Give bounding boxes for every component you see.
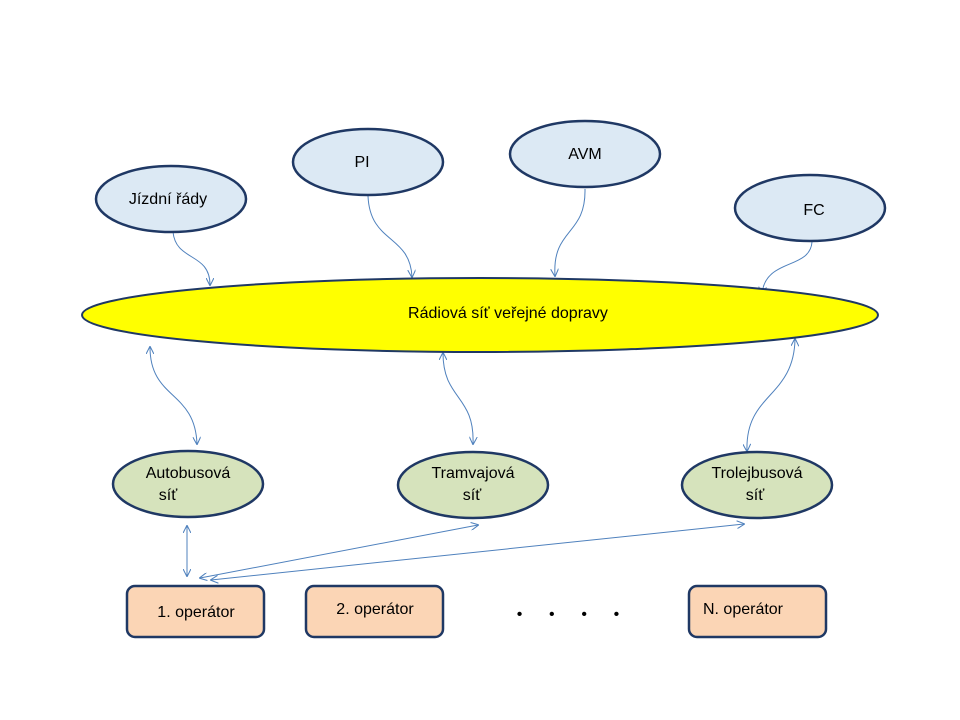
connector-bus-tramvajova (443, 353, 473, 444)
radio-network-bus: Rádiová síť veřejné dopravy (81, 277, 879, 353)
network-node-tramvajova: Tramvajová síť (396, 450, 550, 520)
source-shape (94, 164, 248, 234)
network-label-line2: síť (159, 487, 178, 504)
connector-bus-autobusova (150, 347, 197, 444)
network-shape (396, 450, 550, 520)
source-shape (733, 173, 887, 243)
operator-shape (125, 584, 266, 639)
source-label: Jízdní řády (129, 191, 207, 208)
operator-box-2: 2. operátor (304, 584, 445, 639)
connector-bus-trolejbusova (747, 339, 795, 451)
operator-box-1: 1. operátor (125, 584, 266, 639)
network-label-line1: Trolejbusová (711, 465, 802, 482)
network-label-line1: Autobusová (146, 465, 231, 482)
connector-avm-to-bus (555, 188, 586, 276)
source-label: PI (354, 154, 369, 171)
operators-ellipsis: • • • • (517, 606, 619, 623)
network-label-line2: síť (746, 487, 765, 504)
source-shape (291, 127, 445, 197)
network-shape (111, 449, 265, 519)
radio-network-label: Rádiová síť veřejné dopravy (408, 305, 608, 322)
source-node-fc: FC (733, 173, 887, 243)
network-label-line2: síť (463, 487, 482, 504)
operator-shape (687, 584, 828, 639)
connector-trolejbusova-operator1 (211, 524, 744, 580)
source-label: AVM (568, 146, 601, 163)
connector-tramvajova-operator1 (200, 525, 478, 578)
radio-network-shape (81, 277, 879, 353)
network-shape (680, 450, 834, 520)
operator-shape (304, 584, 445, 639)
connector-pi-to-bus (367, 195, 412, 277)
operator-label: N. operátor (703, 601, 784, 618)
source-node-avm: AVM (508, 119, 662, 189)
source-shape (508, 119, 662, 189)
operator-label: 2. operátor (336, 601, 414, 618)
network-node-trolejbusova: Trolejbusová síť (680, 450, 834, 520)
connector-fc-to-bus (762, 241, 813, 294)
connector-jizdni-rady-to-bus (172, 231, 210, 285)
source-node-pi: PI (291, 127, 445, 197)
source-node-jizdni-rady: Jízdní řády (94, 164, 248, 234)
network-label-line1: Tramvajová (432, 465, 515, 482)
source-label: FC (803, 202, 824, 219)
network-node-autobusova: Autobusová síť (111, 449, 265, 519)
operator-box-n: N. operátor (687, 584, 828, 639)
operator-label: 1. operátor (157, 604, 235, 621)
